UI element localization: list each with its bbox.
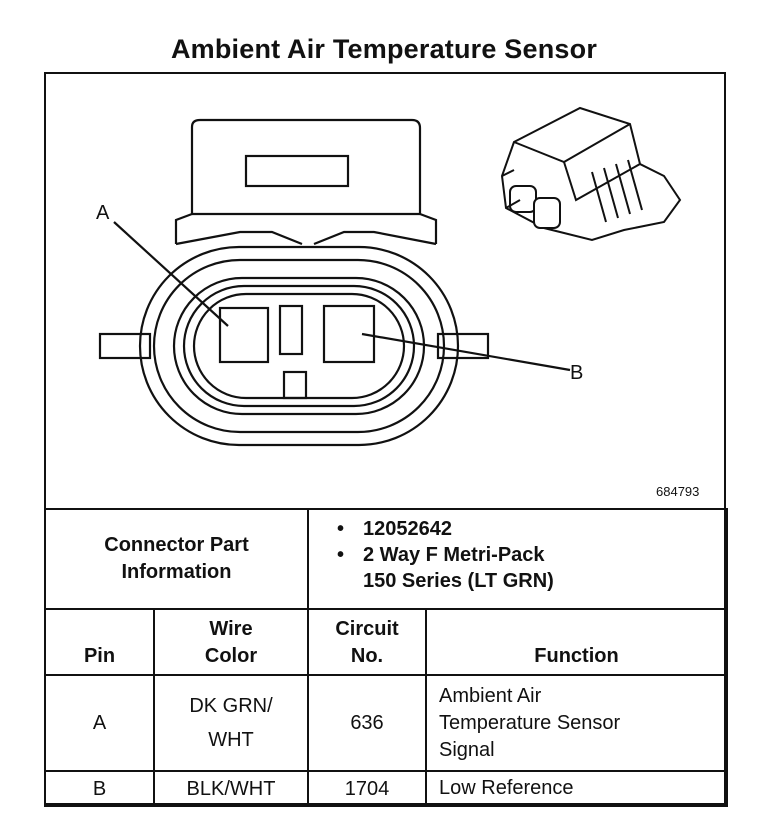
connector-drawing [98,106,682,447]
bullet-icon: • [337,518,345,540]
wire-color-cell: DK GRN/ WHT [153,674,309,772]
terminal-b [322,304,376,364]
list-item: •12052642 [337,518,452,540]
pin-a-callout: A [96,202,110,224]
figure-number: 684793 [656,484,700,499]
left-tab [98,332,152,360]
connector-pictorial [500,106,682,242]
table-row: A DK GRN/ WHT 636 Ambient Air Temperatur… [44,674,728,772]
latch-housing [190,118,422,214]
latch-window [244,154,350,188]
pin-b-callout: B [570,362,584,384]
bullet-icon: • [337,544,345,566]
function-cell: Low Reference [425,770,728,807]
table-row: B BLK/WHT 1704 Low Reference [44,770,728,807]
header-circuit-no: Circuit No. [307,608,427,676]
header-wire-color: Wire Color [153,608,309,676]
leader-b [361,332,571,372]
connector-info-table: Connector Part Information •12052642 •2 … [44,508,728,807]
circuit-cell: 1704 [307,770,427,807]
circuit-cell: 636 [307,674,427,772]
outer-shell [138,245,460,447]
leader-a [113,221,229,327]
wire-color-cell: BLK/WHT [153,770,309,807]
connector-part-row: Connector Part Information •12052642 •2 … [44,508,728,610]
pin-cell: A [44,674,155,772]
right-tab [436,332,490,360]
connector-part-heading: Connector Part Information [44,508,309,610]
function-cell: Ambient Air Temperature Sensor Signal [425,674,728,772]
header-pin: Pin [44,608,155,676]
pin-cell: B [44,770,155,807]
connector-part-list: •12052642 •2 Way F Metri-Pack 150 Series… [307,508,728,610]
terminal-a [218,306,270,364]
page-title: Ambient Air Temperature Sensor [170,34,598,64]
header-function: Function [425,608,728,676]
table-header-row: Pin Wire Color Circuit No. Function [44,608,728,676]
list-item: •2 Way F Metri-Pack [337,544,545,566]
